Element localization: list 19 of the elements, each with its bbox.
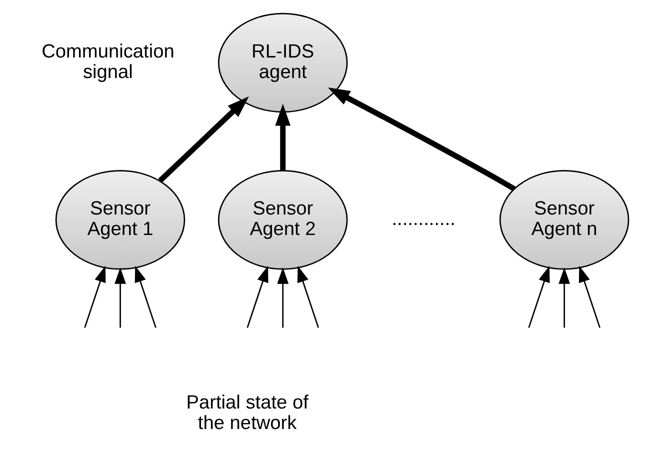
arrow	[84, 266, 106, 328]
arrow	[558, 268, 570, 328]
node-ellipse: RL-IDS agent	[218, 12, 348, 113]
arrow	[328, 88, 516, 192]
label: Communication signal	[42, 42, 174, 84]
arrow	[277, 268, 289, 328]
arrow	[134, 266, 156, 328]
label: Partial state of the network	[186, 392, 308, 434]
node-ellipse: Sensor Agent n	[499, 170, 630, 270]
node-ellipse: Sensor Agent 1	[55, 170, 186, 270]
arrow	[528, 266, 550, 328]
arrow	[158, 96, 249, 183]
arrow	[578, 266, 600, 328]
label: ............	[392, 208, 456, 230]
node-ellipse: Sensor Agent 2	[218, 170, 348, 270]
arrow	[297, 266, 319, 328]
arrow	[246, 266, 268, 328]
arrow	[275, 104, 291, 170]
arrow	[114, 268, 126, 328]
